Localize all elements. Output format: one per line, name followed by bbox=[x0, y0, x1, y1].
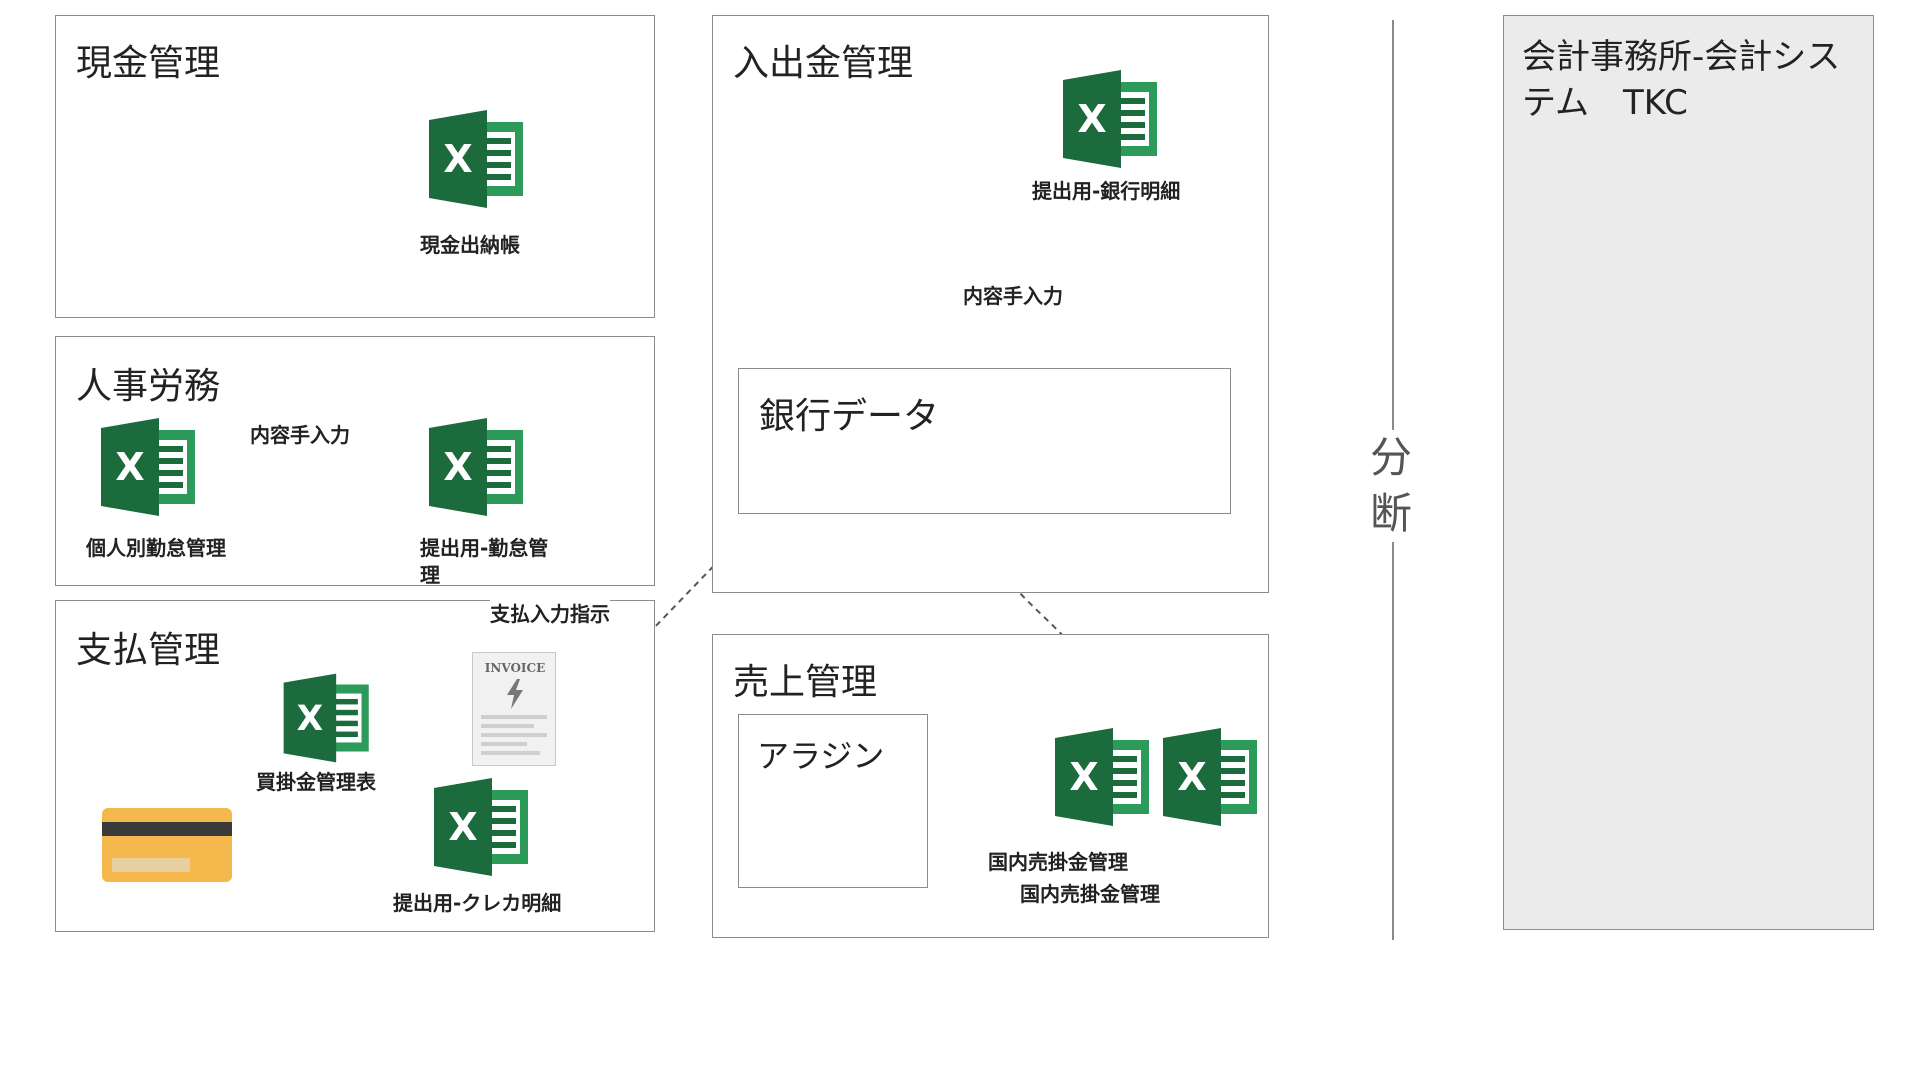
bank-data-title: 銀行データ bbox=[759, 396, 940, 437]
submit-attendance-excel-icon: X bbox=[429, 418, 523, 516]
invoice-label: INVOICE bbox=[484, 661, 546, 675]
invoice-lines bbox=[481, 715, 547, 755]
cash-management-box: 現金管理 bbox=[55, 15, 655, 318]
svg-text:X: X bbox=[1077, 97, 1106, 141]
cash-management-title: 現金管理 bbox=[76, 43, 221, 84]
card-statement-label: 提出用-クレカ明細 bbox=[393, 891, 562, 915]
credit-card-icon bbox=[102, 808, 232, 882]
submit-attendance-label: 提出用-勤怠管理 bbox=[420, 536, 549, 587]
deposit-edge-label: 内容手入力 bbox=[963, 284, 1063, 308]
svg-text:X: X bbox=[1069, 755, 1098, 799]
bank-data-box: 銀行データ bbox=[738, 368, 1231, 514]
aladdin-box: アラジン bbox=[738, 714, 928, 888]
lightning-icon bbox=[507, 679, 523, 709]
cash-ledger-label: 現金出納帳 bbox=[420, 233, 520, 257]
accounting-office-box: 会計事務所-会計システム TKC bbox=[1503, 15, 1874, 930]
hr-title: 人事労務 bbox=[76, 366, 221, 407]
card-statement-excel-icon: X bbox=[434, 778, 528, 876]
svg-text:X: X bbox=[1177, 755, 1206, 799]
deposit-title: 入出金管理 bbox=[733, 43, 914, 84]
sales-title: 売上管理 bbox=[733, 662, 878, 703]
personal-attendance-label: 個人別勤怠管理 bbox=[86, 536, 226, 560]
divider-label: 分断 bbox=[1366, 430, 1416, 542]
payables-excel-icon: X bbox=[283, 673, 369, 763]
cash-ledger-excel-icon: X bbox=[429, 110, 523, 208]
bank-statement-excel-icon: X bbox=[1063, 70, 1157, 168]
invoice-icon: INVOICE bbox=[472, 652, 556, 766]
sales-receivable-label-2: 国内売掛金管理 bbox=[1020, 882, 1160, 906]
svg-text:X: X bbox=[115, 445, 144, 489]
accounting-office-title: 会計事務所-会計システム TKC bbox=[1522, 37, 1841, 123]
svg-text:X: X bbox=[448, 805, 477, 849]
payment-title: 支払管理 bbox=[76, 630, 221, 671]
payment-box: 支払管理 bbox=[55, 600, 655, 932]
sales-receivable-label-1: 国内売掛金管理 bbox=[988, 850, 1128, 874]
personal-attendance-excel-icon: X bbox=[101, 418, 195, 516]
sales-receivable-excel-icon-2: X bbox=[1163, 728, 1257, 826]
aladdin-title: アラジン bbox=[757, 737, 885, 775]
payables-label: 買掛金管理表 bbox=[256, 770, 376, 794]
svg-text:X: X bbox=[443, 445, 472, 489]
payment-edge-label: 支払入力指示 bbox=[490, 598, 610, 627]
bank-statement-label: 提出用-銀行明細 bbox=[1032, 179, 1181, 203]
svg-text:X: X bbox=[297, 699, 324, 739]
hr-edge-label: 内容手入力 bbox=[250, 423, 350, 447]
svg-text:X: X bbox=[443, 137, 472, 181]
sales-receivable-excel-icon-1: X bbox=[1055, 728, 1149, 826]
